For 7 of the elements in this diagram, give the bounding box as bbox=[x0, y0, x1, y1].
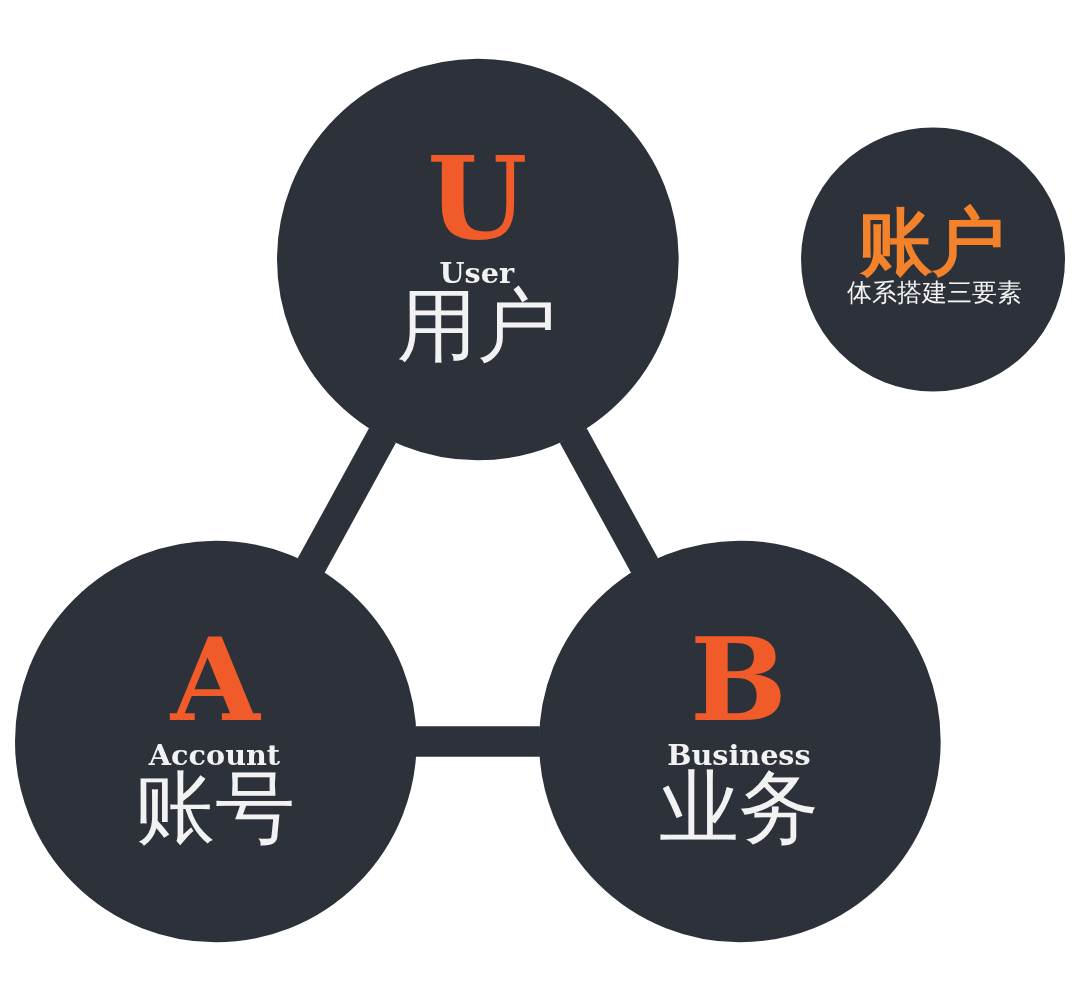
node-circle: A Account 账号 bbox=[15, 540, 417, 943]
node-circle: B Business 业务 bbox=[539, 540, 941, 943]
connector bbox=[559, 428, 658, 574]
connector bbox=[415, 726, 540, 757]
node-circle: U User 用户 bbox=[277, 58, 679, 461]
connector bbox=[297, 428, 396, 574]
node-circle: 账户 体系搭建三要素 bbox=[801, 127, 1065, 392]
